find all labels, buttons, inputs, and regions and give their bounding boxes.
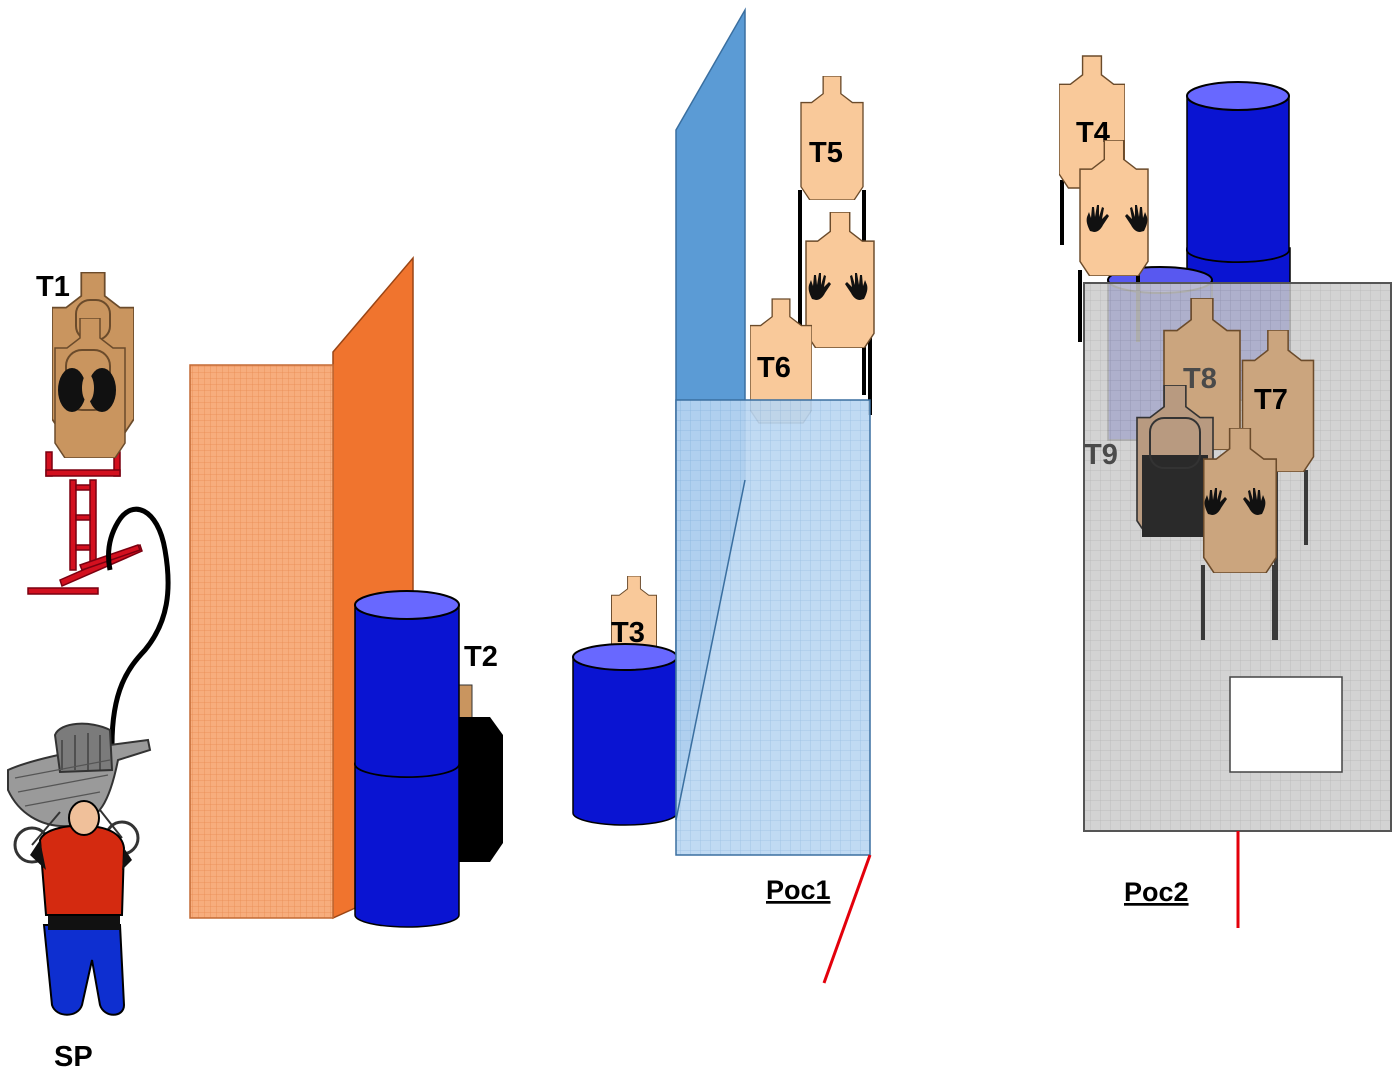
shooter-figure: SP xyxy=(30,800,132,1070)
t8-label: T8 xyxy=(1183,363,1217,395)
t6-target-group: T6 xyxy=(750,299,812,423)
t2-target-group: T2 xyxy=(457,641,503,862)
poc2-window xyxy=(1229,676,1343,773)
t9-label: T9 xyxy=(1084,439,1118,471)
start-position-label: SP xyxy=(54,1041,93,1070)
t1-front-target xyxy=(55,318,125,458)
activation-cable xyxy=(105,506,171,746)
t5-label: T5 xyxy=(809,137,843,169)
t6-label: T6 xyxy=(757,352,791,384)
barrel-stack-left xyxy=(354,590,460,928)
t2-label: T2 xyxy=(464,641,498,673)
t1-target-group: T1 xyxy=(27,271,143,595)
orange-wall xyxy=(189,255,414,920)
no-shoot-target-poc2 xyxy=(1201,428,1276,640)
t9-target-group: T9 xyxy=(1084,385,1213,537)
t8-target-group: T8 xyxy=(1164,298,1240,450)
poc1-fault-line: Poc1 xyxy=(766,854,872,984)
poc1-label: Poc1 xyxy=(766,875,831,905)
t1-label: T1 xyxy=(36,271,70,303)
t1-red-stand xyxy=(27,451,143,595)
poc1-mesh-panel xyxy=(675,399,871,856)
poc2-fault-line: Poc2 xyxy=(1124,831,1240,928)
t7-label: T7 xyxy=(1254,384,1288,416)
poc2-label: Poc2 xyxy=(1124,877,1189,907)
t2-black-target xyxy=(458,717,503,862)
barrel-center xyxy=(572,643,678,826)
